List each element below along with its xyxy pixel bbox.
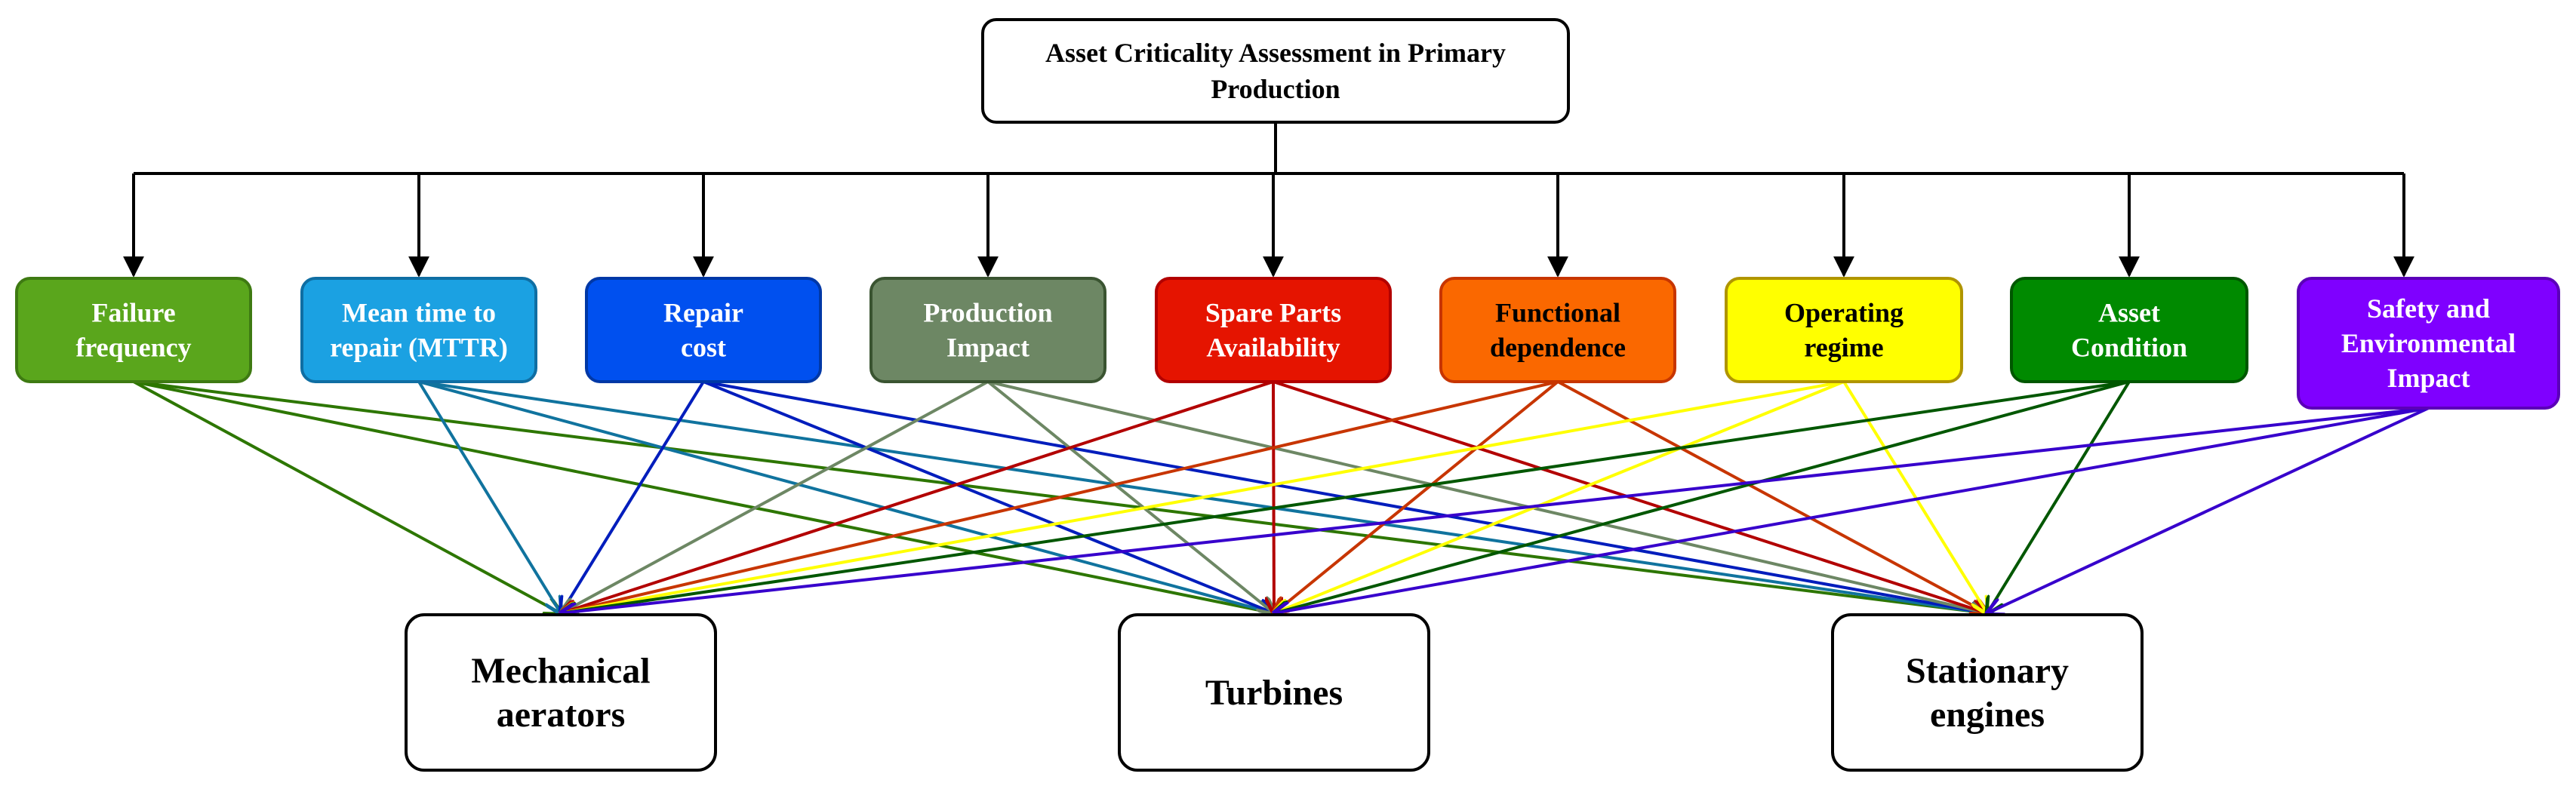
arrow-operating-regime-to-turbines	[1274, 380, 1845, 613]
criterion-label-line: dependence	[1490, 333, 1626, 363]
criterion-label-line: Environmental	[2341, 328, 2516, 358]
title-node: Asset Criticality Assessment in Primary …	[981, 18, 1570, 124]
arrow-asset-condition-to-stationary-engines	[1987, 380, 2131, 613]
alternative-label-line: Turbines	[1205, 673, 1343, 713]
alternative-label-line: Mechanical	[471, 651, 650, 691]
criterion-box	[585, 277, 822, 383]
criterion-label-line: Functional	[1495, 298, 1620, 328]
criterion-repair-cost: Repair cost	[585, 277, 822, 383]
alternative-turbines: Turbines	[1118, 613, 1430, 772]
arrow-mttr-to-mechanical-aerators	[417, 380, 561, 613]
criterion-label-line: regime	[1804, 333, 1883, 363]
arrow-production-impact-to-stationary-engines	[987, 380, 1987, 613]
criterion-box	[1439, 277, 1676, 383]
criterion-operating-regime: Operating regime	[1725, 277, 1963, 383]
criterion-box	[869, 277, 1106, 383]
arrow-asset-condition-to-mechanical-aerators	[561, 380, 2130, 613]
arrow-operating-regime-to-stationary-engines	[1842, 380, 1987, 613]
criterion-label-line: Impact	[946, 333, 1029, 363]
criterion-label-line: Repair	[663, 298, 743, 328]
criterion-failure-frequency: Failure frequency	[15, 277, 252, 383]
criterion-box	[1725, 277, 1963, 383]
title-line-1: Asset Criticality Assessment in Primary	[1045, 38, 1506, 68]
alternative-box	[1831, 613, 2144, 772]
alternative-box	[405, 613, 717, 772]
alternative-box	[1118, 613, 1430, 772]
alternative-label-line: aerators	[497, 695, 626, 735]
title-box	[981, 18, 1570, 124]
arrow-safety-environmental-to-turbines	[1274, 407, 2429, 613]
arrow-operating-regime-to-mechanical-aerators	[561, 380, 1845, 613]
arrow-safety-environmental-to-stationary-engines	[1987, 407, 2430, 613]
arrow-functional-dependence-to-mechanical-aerators	[561, 380, 1559, 613]
arrow-production-impact-to-turbines	[986, 380, 1274, 613]
criterion-label-line: Failure	[91, 298, 175, 328]
criterion-label-line: frequency	[75, 333, 191, 363]
criterion-box	[1155, 277, 1392, 383]
criterion-label-line: Operating	[1784, 298, 1904, 328]
arrow-repair-cost-to-turbines	[703, 380, 1274, 613]
arrow-mttr-to-turbines	[418, 380, 1274, 613]
arrow-spare-parts-to-mechanical-aerators	[561, 380, 1274, 613]
tree-connectors	[123, 122, 2414, 278]
alternative-label-line: engines	[1930, 695, 2045, 735]
criterion-label-line: Asset	[2098, 298, 2160, 328]
criterion-box	[2010, 277, 2248, 383]
arrow-functional-dependence-to-turbines	[1274, 380, 1559, 613]
criterion-label-line: repair (MTTR)	[330, 333, 508, 363]
criteria-row: Failure frequency Mean time to repair (MTTR…	[15, 277, 2560, 410]
criterion-label-line: Impact	[2387, 363, 2470, 393]
arrow-repair-cost-to-mechanical-aerators	[561, 380, 705, 613]
criterion-functional-dependence: Functional dependence	[1439, 277, 1676, 383]
criterion-box	[300, 277, 537, 383]
arrow-spare-parts-to-stationary-engines	[1273, 380, 1987, 613]
arrow-production-impact-to-mechanical-aerators	[561, 380, 989, 613]
arrow-failure-frequency-to-turbines	[133, 380, 1274, 613]
criterion-label-line: Condition	[2071, 333, 2187, 363]
criterion-label-line: Mean time to	[342, 298, 496, 328]
arrow-asset-condition-to-turbines	[1274, 380, 2130, 613]
criteria-arrows	[133, 380, 2430, 613]
criterion-label-line: Safety and	[2367, 293, 2490, 324]
criterion-label-line: cost	[681, 333, 726, 363]
criterion-box	[15, 277, 252, 383]
title-line-2: Production	[1211, 74, 1340, 104]
criterion-label-line: Spare Parts	[1205, 298, 1341, 328]
criterion-mttr: Mean time to repair (MTTR)	[300, 277, 537, 383]
criterion-label-line: Production	[923, 298, 1052, 328]
arrow-safety-environmental-to-mechanical-aerators	[561, 407, 2429, 613]
criterion-box	[2297, 277, 2560, 410]
arrow-failure-frequency-to-mechanical-aerators	[133, 380, 561, 613]
arrow-spare-parts-to-turbines	[1273, 381, 1274, 613]
alternative-label-line: Stationary	[1906, 651, 2069, 691]
criterion-label-line: Availability	[1206, 333, 1340, 363]
